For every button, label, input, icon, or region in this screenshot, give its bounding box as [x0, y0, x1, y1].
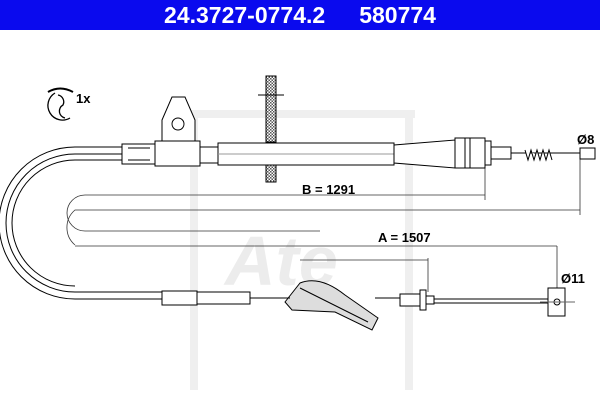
clip-quantity-label: 1x: [76, 91, 91, 106]
dimension-b-label: B = 1291: [302, 182, 355, 197]
ref-number: 580774: [359, 1, 436, 28]
cable-sheath: [0, 146, 162, 300]
upper-fittings: [121, 96, 596, 169]
part-number: 24.3727-0774.2: [164, 1, 326, 28]
diameter-bottom-label: Ø11: [561, 271, 585, 286]
mounting-plate: [258, 75, 284, 183]
header-bar: 24.3727-0774.2 580774: [0, 0, 600, 30]
dimension-a-label: A = 1507: [378, 230, 431, 245]
diameter-top-label: Ø8: [577, 132, 594, 147]
lower-fittings: [161, 280, 575, 331]
clip-icon: [47, 87, 74, 121]
dimension-lines: [66, 150, 581, 312]
spring: [524, 148, 553, 162]
